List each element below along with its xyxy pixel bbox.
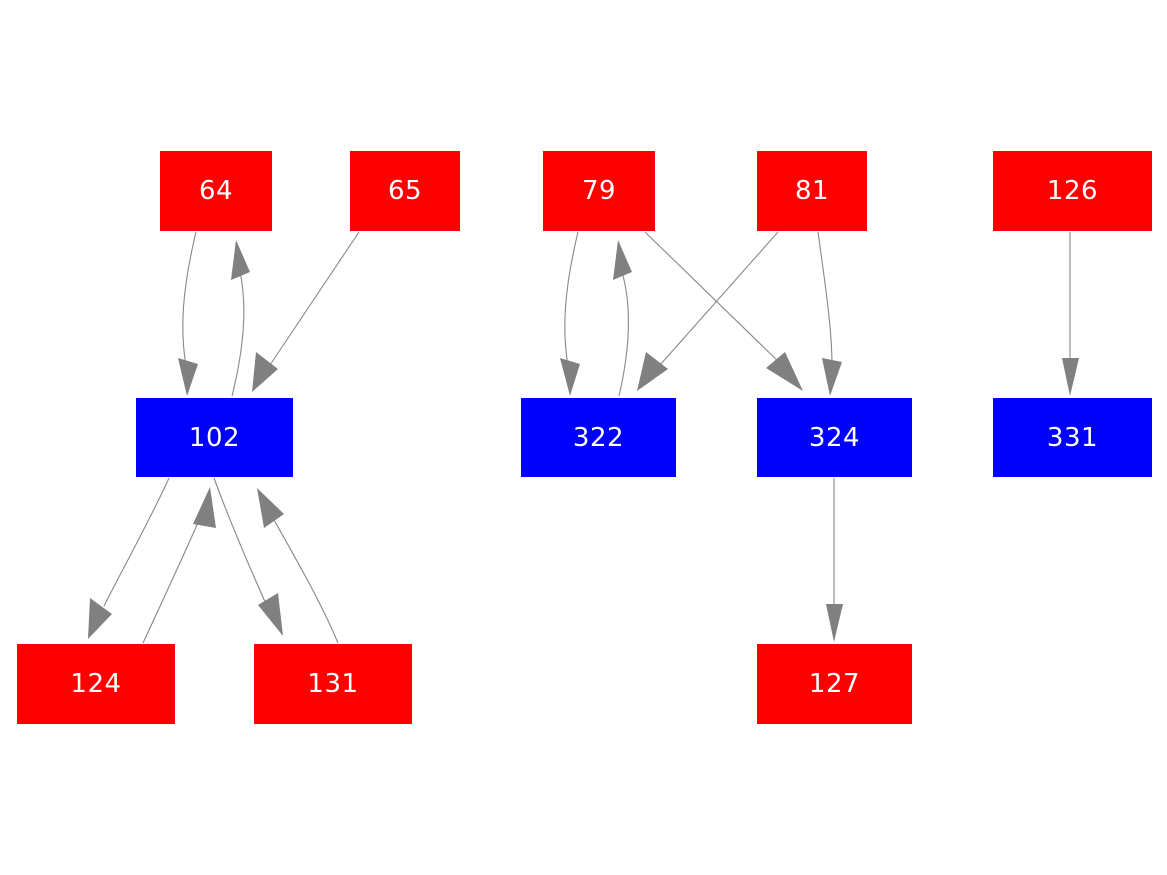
arrow-head-icon	[822, 358, 842, 396]
edge-126-to-331	[1062, 232, 1079, 396]
edge-line	[213, 477, 267, 605]
edge-line	[231, 271, 245, 397]
edge-102-to-124	[88, 477, 170, 639]
node-324[interactable]: 324	[757, 398, 912, 477]
edge-line	[618, 271, 629, 397]
node-label-81: 81	[794, 176, 830, 206]
node-79[interactable]: 79	[543, 151, 655, 231]
edge-line	[269, 231, 360, 366]
edge-line	[817, 231, 833, 367]
node-label-124: 124	[70, 669, 122, 699]
node-label-324: 324	[808, 422, 861, 453]
edge-79-to-324	[644, 231, 803, 391]
node-81[interactable]: 81	[757, 151, 867, 231]
node-label-102: 102	[188, 422, 241, 453]
edge-line	[659, 231, 779, 366]
edge-line	[644, 231, 783, 366]
edge-81-to-324	[817, 231, 842, 396]
arrow-head-icon	[88, 598, 112, 639]
node-label-127: 127	[808, 669, 861, 699]
node-label-322: 322	[572, 422, 625, 453]
arrow-head-icon	[257, 488, 284, 528]
node-label-64: 64	[198, 176, 234, 206]
node-label-131: 131	[307, 669, 359, 699]
edge-line	[564, 231, 579, 367]
edge-79-to-322	[560, 231, 580, 396]
edge-131-to-102	[257, 488, 339, 644]
node-label-126: 126	[1046, 176, 1099, 206]
arrow-head-icon	[613, 240, 632, 280]
node-label-65: 65	[387, 176, 423, 206]
arrow-head-icon	[637, 352, 668, 391]
node-126[interactable]: 126	[993, 151, 1152, 231]
edge-324-to-127	[826, 478, 843, 642]
arrow-head-icon	[560, 358, 580, 396]
edge-124-to-102	[142, 487, 216, 644]
edge-line	[182, 231, 197, 367]
edge-64-to-102	[178, 231, 198, 396]
edge-line	[142, 517, 201, 644]
edge-102-to-131	[213, 477, 283, 636]
node-64[interactable]: 64	[160, 151, 272, 231]
node-label-79: 79	[581, 176, 617, 206]
arrow-head-icon	[178, 358, 198, 396]
edge-line	[103, 477, 170, 607]
node-322[interactable]: 322	[521, 398, 676, 477]
edge-322-to-79	[613, 240, 632, 397]
node-127[interactable]: 127	[757, 644, 912, 724]
arrow-head-icon	[193, 487, 216, 528]
arrow-head-icon	[252, 352, 278, 392]
node-102[interactable]: 102	[136, 398, 293, 477]
edge-81-to-322	[637, 231, 779, 391]
arrow-head-icon	[766, 352, 803, 391]
edge-line	[273, 519, 339, 644]
arrow-head-icon	[826, 604, 843, 642]
node-131[interactable]: 131	[254, 644, 412, 724]
node-331[interactable]: 331	[993, 398, 1152, 477]
node-124[interactable]: 124	[17, 644, 175, 724]
node-65[interactable]: 65	[350, 151, 460, 231]
arrow-head-icon	[1062, 358, 1079, 396]
arrow-head-icon	[231, 240, 250, 280]
edge-65-to-102	[252, 231, 360, 392]
arrow-head-icon	[258, 593, 283, 636]
edge-102-to-64	[231, 240, 250, 397]
node-label-331: 331	[1046, 422, 1099, 453]
